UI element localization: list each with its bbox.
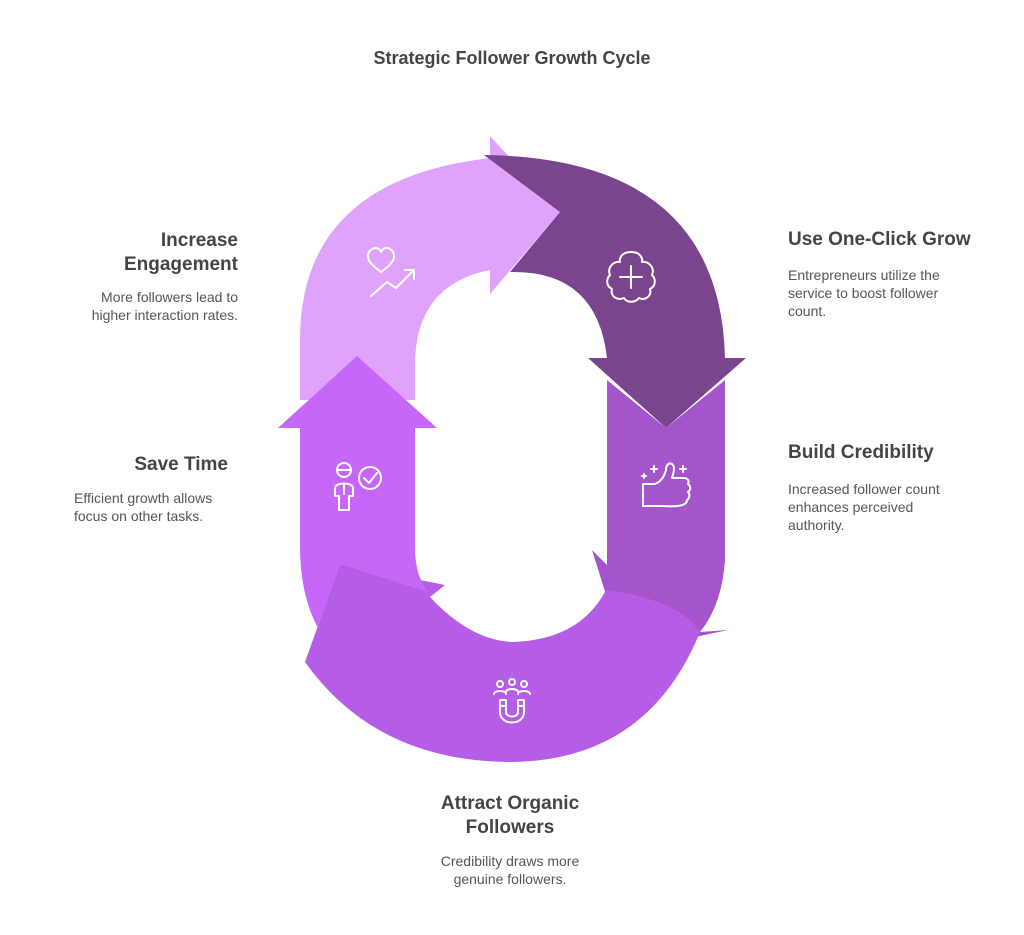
step-increase-engagement-description: More followers lead to higher interactio… (91, 289, 238, 323)
heart-trend-up-icon (367, 247, 415, 297)
diagram-title: Strategic Follower Growth Cycle (373, 48, 651, 68)
step-increase-engagement-title: Increase Engagement (123, 230, 238, 275)
step-save-time-description: Efficient growth allows focus on other t… (74, 490, 213, 524)
plus-circle-icon (606, 251, 656, 303)
step-build-credibility-title: Build Credibility (788, 442, 934, 463)
step-build-credibility-description: Increased follower count enhances percei… (788, 481, 940, 533)
step-attract-organic-followers-title: Attract Organic Followers (440, 793, 580, 838)
segment-attract-organic-followers (305, 564, 700, 762)
step-use-one-click-grow-title: Use One-Click Grow (788, 229, 971, 250)
segment-use-one-click-grow (484, 155, 746, 428)
thumbs-up-sparkle-icon (641, 462, 692, 508)
people-magnet-icon (493, 678, 531, 724)
segment-save-time (278, 356, 437, 628)
segment-increase-engagement (300, 136, 560, 400)
step-attract-organic-followers-description: Credibility draws more genuine followers… (440, 853, 580, 887)
step-save-time-title: Save Time (134, 454, 228, 475)
person-check-icon (334, 462, 382, 511)
segment-build-credibility (592, 380, 728, 652)
step-use-one-click-grow-description: Entrepreneurs utilize the service to boo… (788, 267, 940, 319)
